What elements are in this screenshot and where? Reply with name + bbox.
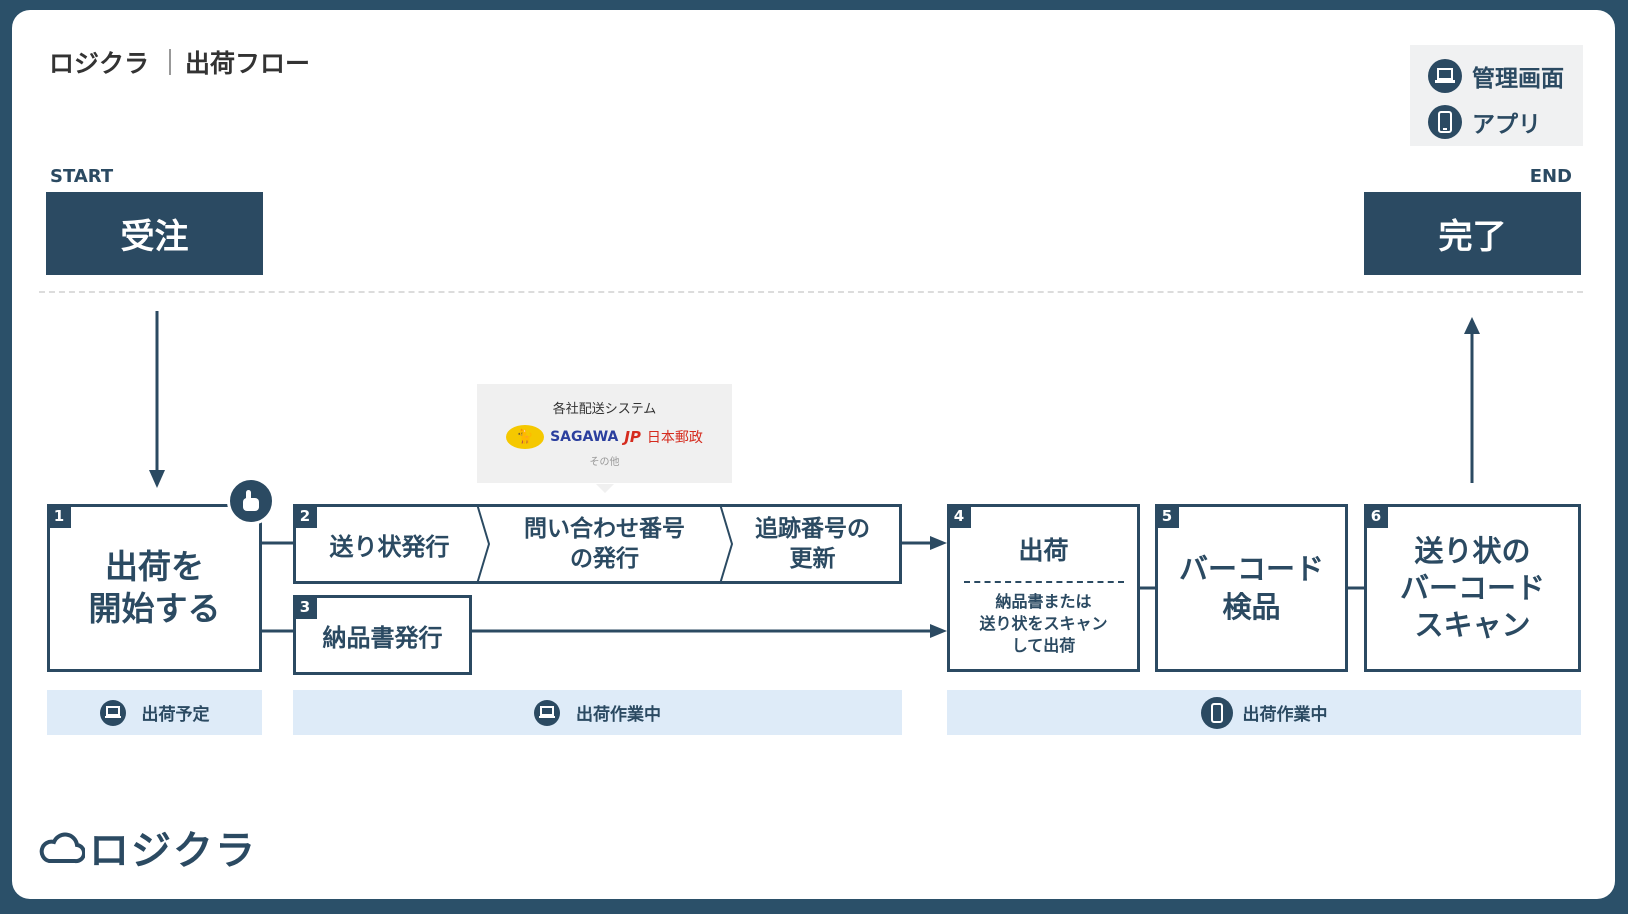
logo-text: ロジクラ xyxy=(89,828,257,874)
step-label: 出荷を xyxy=(105,547,204,586)
status-bar-in-progress-app: 出荷作業中 xyxy=(947,690,1581,735)
step-2-issue-label: 送り状発行 xyxy=(329,532,450,561)
step-label: 納品書発行 xyxy=(322,623,443,652)
step-number: 1 xyxy=(47,504,71,528)
laptop-icon xyxy=(99,699,126,726)
order-received-box: 受注 xyxy=(46,192,263,275)
step-3-box: 3 納品書発行 xyxy=(293,595,472,675)
title-text: 出荷フロー xyxy=(185,49,311,78)
legend-label: アプリ xyxy=(1472,112,1541,138)
tooltip-title: 各社配送システム xyxy=(552,402,657,417)
step-number: 5 xyxy=(1155,504,1179,528)
legend-label: 管理画面 xyxy=(1472,66,1564,92)
title-separator xyxy=(169,49,172,75)
legend: 管理画面 アプリ xyxy=(1410,45,1583,146)
carrier-systems-tooltip: 各社配送システム 🐈 SAGAWA JP 日本郵政 その他 xyxy=(477,384,732,493)
yamato-logo-icon: 🐈 xyxy=(506,425,545,449)
step-5-box: 5 バーコード 検品 xyxy=(1155,504,1348,672)
step-number: 6 xyxy=(1364,504,1388,528)
status-bar-scheduled: 出荷予定 xyxy=(47,690,262,735)
status-label: 出荷作業中 xyxy=(1242,705,1328,725)
step-number: 3 xyxy=(293,595,317,619)
step-4-box: 4 出荷 納品書または 送り状をスキャン して出荷 xyxy=(947,504,1140,672)
cloud-icon xyxy=(39,832,85,864)
slide-panel xyxy=(12,10,1615,899)
status-label: 出荷予定 xyxy=(141,705,210,725)
divider xyxy=(39,291,1583,293)
tap-hand-icon xyxy=(227,477,275,525)
step-6-box: 6 送り状の バーコード スキャン xyxy=(1364,504,1581,672)
step-2-box: 2 送り状発行 問い合わせ番号 の発行 追跡番号の 更新 xyxy=(293,504,902,584)
page-title: ロジクラ 出荷フロー xyxy=(49,44,310,80)
end-label: END xyxy=(1529,166,1572,187)
start-label: START xyxy=(50,166,114,187)
jp-logo-icon: JP xyxy=(624,428,641,446)
footer-logo: ロジクラ xyxy=(39,818,257,876)
status-label: 出荷作業中 xyxy=(576,705,661,725)
legend-item-admin: 管理画面 xyxy=(1428,53,1583,99)
step-number: 2 xyxy=(293,504,317,528)
step-note: 納品書または 送り状をスキャン して出荷 xyxy=(979,592,1108,655)
laptop-icon xyxy=(534,699,560,726)
complete-box: 完了 xyxy=(1364,192,1581,275)
japan-post-logo: 日本郵政 xyxy=(646,430,703,446)
step-label: 送り状の バーコード スキャン xyxy=(1399,533,1545,642)
step-1-box: 1 出荷を 開始する xyxy=(47,504,262,672)
sagawa-logo: SAGAWA xyxy=(550,429,619,445)
step-label: 出荷 xyxy=(1018,536,1069,565)
dashed-divider xyxy=(963,581,1124,583)
step-label: バーコード 検品 xyxy=(1178,552,1324,624)
tooltip-other: その他 xyxy=(589,457,620,468)
smartphone-icon xyxy=(1200,696,1233,729)
smartphone-icon xyxy=(1428,105,1462,139)
status-bar-in-progress-admin: 出荷作業中 xyxy=(293,690,902,735)
step-label: 開始する xyxy=(88,589,221,628)
step-2-tracking-update-label: 追跡番号の 更新 xyxy=(755,516,870,572)
brand-text: ロジクラ xyxy=(49,49,150,78)
chevron-dividers xyxy=(476,504,734,584)
step-number: 4 xyxy=(947,504,971,528)
legend-item-app: アプリ xyxy=(1428,99,1583,145)
step-2-tracking-number-label: 問い合わせ番号 の発行 xyxy=(524,516,685,572)
laptop-icon xyxy=(1428,59,1462,93)
